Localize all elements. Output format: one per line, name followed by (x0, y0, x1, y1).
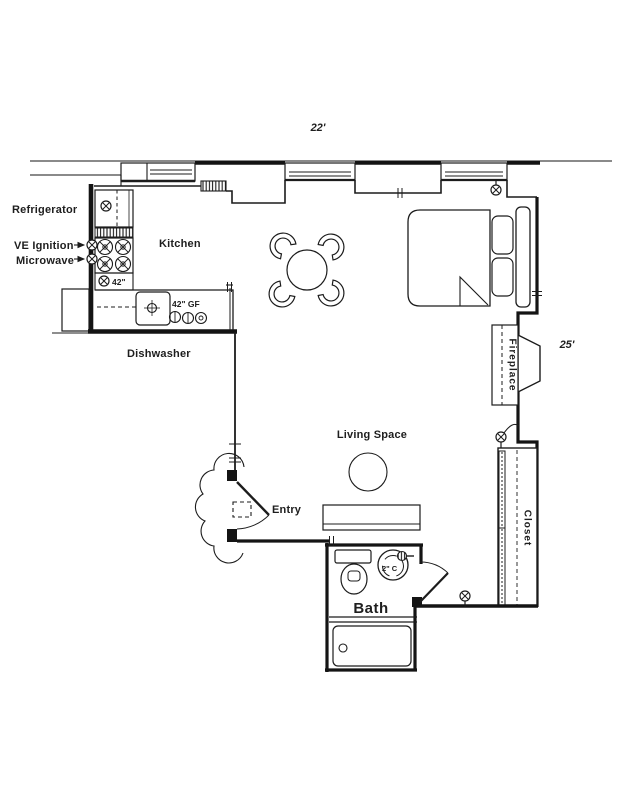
headboard-icon (515, 206, 531, 308)
window-1-icon (120, 162, 196, 183)
window-2-icon (284, 162, 356, 182)
wall-ticks (227, 188, 542, 546)
door-jamb (227, 470, 237, 481)
hallway-cloud-icon (194, 452, 245, 564)
wall-light-icon (490, 180, 502, 196)
door-jamb (227, 529, 237, 542)
bath-door-icon (419, 572, 449, 603)
burner-icon (114, 255, 132, 273)
top-wall (30, 160, 612, 176)
pointer-arrow-icon (74, 239, 98, 251)
entry-door-icon (236, 481, 270, 516)
bath-label: Bath (353, 600, 388, 617)
dishwasher-label: Dishwasher (127, 348, 191, 360)
burner-icon (96, 238, 114, 256)
refrigerator-label: Refrigerator (12, 204, 78, 216)
range-icon (94, 237, 134, 274)
microwave-label: Microwave (16, 255, 74, 267)
refrigerator-icon (94, 189, 134, 228)
kitchen-sink-icon (135, 291, 171, 326)
window-3-icon (440, 162, 508, 182)
counter-outlet-label: 42" GF (172, 299, 200, 309)
sink-note-label: 2" C (382, 564, 398, 573)
pointer-arrow-icon (74, 253, 98, 265)
bath-sink-icon (377, 549, 414, 581)
bathtub-icon (332, 625, 412, 667)
dining-chair-icon (263, 278, 298, 313)
closet-label: Closet (521, 510, 532, 547)
dining-table-icon (286, 249, 328, 291)
pillow-icon (491, 215, 514, 255)
kitchen-label: Kitchen (159, 238, 201, 250)
counter-depth-label: 42" (112, 277, 126, 287)
fridge-outlet-icon (100, 200, 112, 212)
ve-ignition-label: VE Ignition (14, 240, 74, 252)
bed-icon (407, 206, 531, 308)
wall-light-icon (495, 423, 520, 448)
door-swing-arc (236, 514, 270, 530)
door-jamb (412, 597, 422, 607)
blanket-fold-icon (459, 275, 489, 306)
dimension-width-label: 22' (310, 122, 326, 134)
door-swing-arc (419, 561, 449, 574)
dishwasher-unit-icon (168, 310, 208, 325)
burner-icon (114, 238, 132, 256)
closet-sliding-doors-icon (498, 450, 506, 606)
fireplace-label: Fireplace (506, 339, 517, 392)
wall-light-icon (459, 590, 471, 607)
entry-area: Entry (194, 332, 329, 564)
pillow-icon (491, 257, 514, 297)
vent-coil-icon (94, 227, 134, 238)
toilet-icon (334, 549, 372, 595)
dimension-height-label: 25' (559, 339, 575, 351)
baseboard-heater-icon (200, 180, 227, 192)
dining-set (263, 227, 350, 313)
divider-wall (329, 616, 417, 623)
cabinet-outlet-icon (98, 275, 110, 287)
entry-label: Entry (272, 504, 302, 516)
fireplace-icon: Fireplace (491, 324, 541, 406)
closet: Closet (497, 447, 538, 607)
living-space-label: Living Space (337, 429, 407, 441)
bath-room: 2" C Bath (325, 543, 449, 672)
sofa-icon (322, 504, 421, 531)
ottoman-icon (348, 452, 388, 492)
column (61, 288, 90, 332)
entry-mat-icon (232, 501, 252, 518)
burner-icon (96, 255, 114, 273)
